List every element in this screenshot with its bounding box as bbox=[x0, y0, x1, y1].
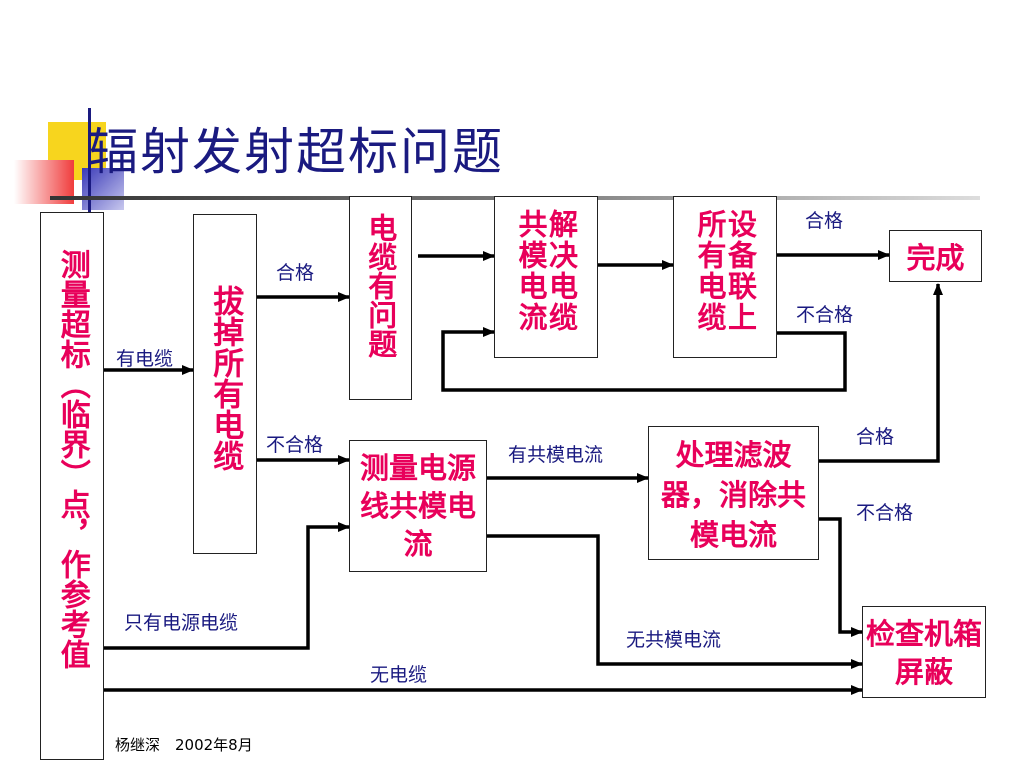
arrow-filter-fail bbox=[819, 517, 863, 637]
box-measure-power-text: 测量电源线共模电流 bbox=[359, 451, 476, 561]
box-check-shield-text: 检查机箱屏蔽 bbox=[865, 617, 982, 689]
box-done: 完成 bbox=[889, 230, 982, 282]
label-pass-top: 合格 bbox=[276, 262, 315, 284]
label-no-cable: 无电缆 bbox=[370, 664, 428, 686]
label-pass-right: 合格 bbox=[856, 426, 895, 448]
box-filter: 处理滤波器，消除共模电流 bbox=[648, 426, 819, 560]
box-measure: 测量超标（临界）点，作参考值 bbox=[40, 212, 104, 760]
label-has-cm: 有共模电流 bbox=[508, 444, 604, 466]
arrow-power-only bbox=[104, 522, 350, 650]
box-connect-all: 设备联上所有电缆 bbox=[673, 196, 777, 358]
label-has-cable: 有电缆 bbox=[116, 348, 174, 370]
deco-vertical-line bbox=[88, 108, 91, 220]
arrow-no-cm bbox=[487, 534, 863, 669]
box-connect-all-text: 设备联上所有电缆 bbox=[693, 209, 758, 333]
label-pass-right-top: 合格 bbox=[805, 210, 844, 232]
box-remove-cables: 拔掉所有电缆 bbox=[193, 214, 257, 554]
label-fail-right: 不合格 bbox=[856, 502, 914, 524]
arrow-fail-loop bbox=[441, 327, 847, 392]
box-remove-cables-text: 拔掉所有电缆 bbox=[207, 285, 244, 471]
footer-author-date: 杨继深 2002年8月 bbox=[115, 736, 253, 754]
arrow-filter-pass bbox=[819, 283, 943, 463]
box-solve-cm-text: 解决电缆共模电流 bbox=[514, 209, 579, 333]
box-solve-cm: 解决电缆共模电流 bbox=[494, 196, 598, 358]
box-measure-power: 测量电源线共模电流 bbox=[349, 440, 487, 572]
box-check-shield: 检查机箱屏蔽 bbox=[862, 606, 986, 698]
box-cable-problem: 电缆有问题 bbox=[349, 196, 412, 400]
label-fail-left: 不合格 bbox=[266, 434, 324, 456]
box-cable-problem-text: 电缆有问题 bbox=[363, 213, 398, 358]
label-power-only: 只有电源电缆 bbox=[124, 612, 239, 634]
label-fail-right-top: 不合格 bbox=[796, 304, 854, 326]
page-title: 辐射发射超标问题 bbox=[88, 123, 504, 181]
box-measure-text: 测量超标（临界）点，作参考值 bbox=[54, 249, 90, 669]
label-no-cm: 无共模电流 bbox=[626, 629, 722, 651]
box-done-text: 完成 bbox=[906, 241, 965, 275]
box-filter-text: 处理滤波器，消除共模电流 bbox=[660, 438, 806, 552]
